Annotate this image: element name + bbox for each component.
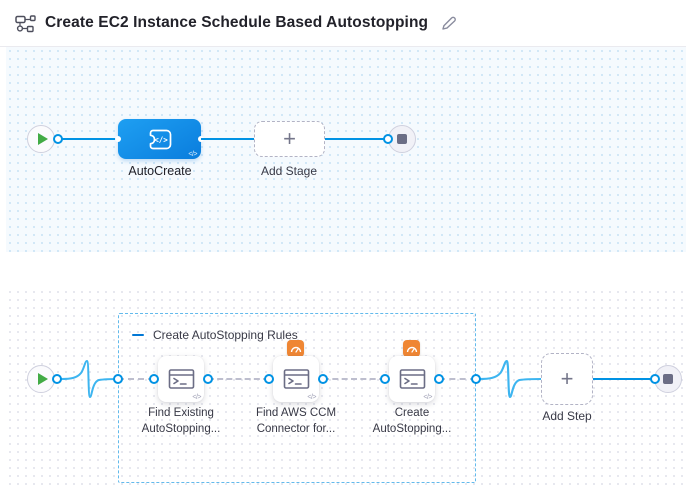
play-icon [37, 133, 48, 145]
group-header: Create AutoStopping Rules [132, 328, 298, 342]
stop-icon [663, 374, 673, 384]
barrier-link-line [61, 359, 119, 399]
stage-node-autocreate[interactable]: </> </> [115, 119, 204, 159]
step-node-create-autostopping[interactable]: </> [389, 356, 435, 402]
shell-script-icon [283, 369, 309, 389]
code-glyph: </> [192, 394, 201, 401]
plus-icon: + [560, 366, 574, 391]
add-stage-button[interactable]: + [254, 121, 325, 157]
step-label: Find Existing AutoStopping... [141, 407, 221, 435]
stop-icon [397, 134, 407, 144]
pipeline-header: Create EC2 Instance Schedule Based Autos… [0, 0, 686, 47]
pipeline-title: Create EC2 Instance Schedule Based Autos… [45, 14, 429, 31]
link-port[interactable] [264, 374, 274, 384]
edge-line [201, 138, 254, 140]
group-title: Create AutoStopping Rules [153, 328, 298, 342]
link-port[interactable] [149, 374, 159, 384]
code-glyph: </> [307, 394, 316, 401]
link-port[interactable] [383, 134, 393, 144]
stage-label: AutoCreate [128, 164, 192, 178]
step-node-find-existing[interactable]: </> [158, 356, 204, 402]
shell-script-icon [399, 369, 425, 389]
play-icon [37, 373, 48, 385]
barrier-link-line [479, 359, 541, 399]
step-node-find-aws-ccm-connector[interactable]: </> [273, 356, 319, 402]
step-label: Find AWS CCM Connector for... [255, 407, 337, 435]
link-port[interactable] [434, 374, 444, 384]
add-step-label: Add Step [542, 409, 592, 423]
ccm-badge-icon [287, 340, 304, 357]
execution-start-node[interactable] [27, 365, 55, 393]
edge-line [58, 138, 119, 140]
shell-script-icon [168, 369, 194, 389]
edge-dashed [323, 378, 385, 380]
link-port[interactable] [318, 374, 328, 384]
step-group-create-autostopping-rules[interactable]: Create AutoStopping Rules [118, 313, 476, 483]
canvas-divider [0, 252, 686, 288]
group-port-right[interactable] [471, 374, 481, 384]
group-port-left[interactable] [113, 374, 123, 384]
stage-canvas[interactable]: </> </> AutoCreate + Add Stage [6, 47, 686, 252]
add-stage-label: Add Stage [260, 164, 318, 178]
edge-dashed [208, 378, 269, 380]
collapse-group-icon[interactable] [132, 333, 144, 337]
link-port[interactable] [380, 374, 390, 384]
link-port[interactable] [52, 374, 62, 384]
code-glyph: </> [423, 394, 432, 401]
pipeline-start-node[interactable] [27, 125, 55, 153]
step-label: Create AutoStopping... [372, 407, 452, 435]
edge-dashed [118, 378, 154, 380]
edge-line [593, 378, 653, 380]
code-glyph: </> [188, 151, 197, 158]
edge-dashed [439, 378, 476, 380]
plus-icon: + [283, 126, 296, 151]
add-step-button[interactable]: + [541, 353, 593, 405]
link-port[interactable] [650, 374, 660, 384]
ccm-badge-icon [403, 340, 420, 357]
custom-stage-icon: </> [146, 128, 173, 151]
step-canvas[interactable]: Create AutoStopping Rules </> Find Exist… [6, 288, 686, 491]
edit-pencil-icon[interactable] [440, 15, 457, 32]
link-port[interactable] [203, 374, 213, 384]
pipeline-icon [15, 14, 36, 33]
link-port[interactable] [53, 134, 63, 144]
svg-text:</>: </> [154, 135, 168, 144]
stage-port-left [115, 136, 121, 142]
edge-line [325, 138, 386, 140]
